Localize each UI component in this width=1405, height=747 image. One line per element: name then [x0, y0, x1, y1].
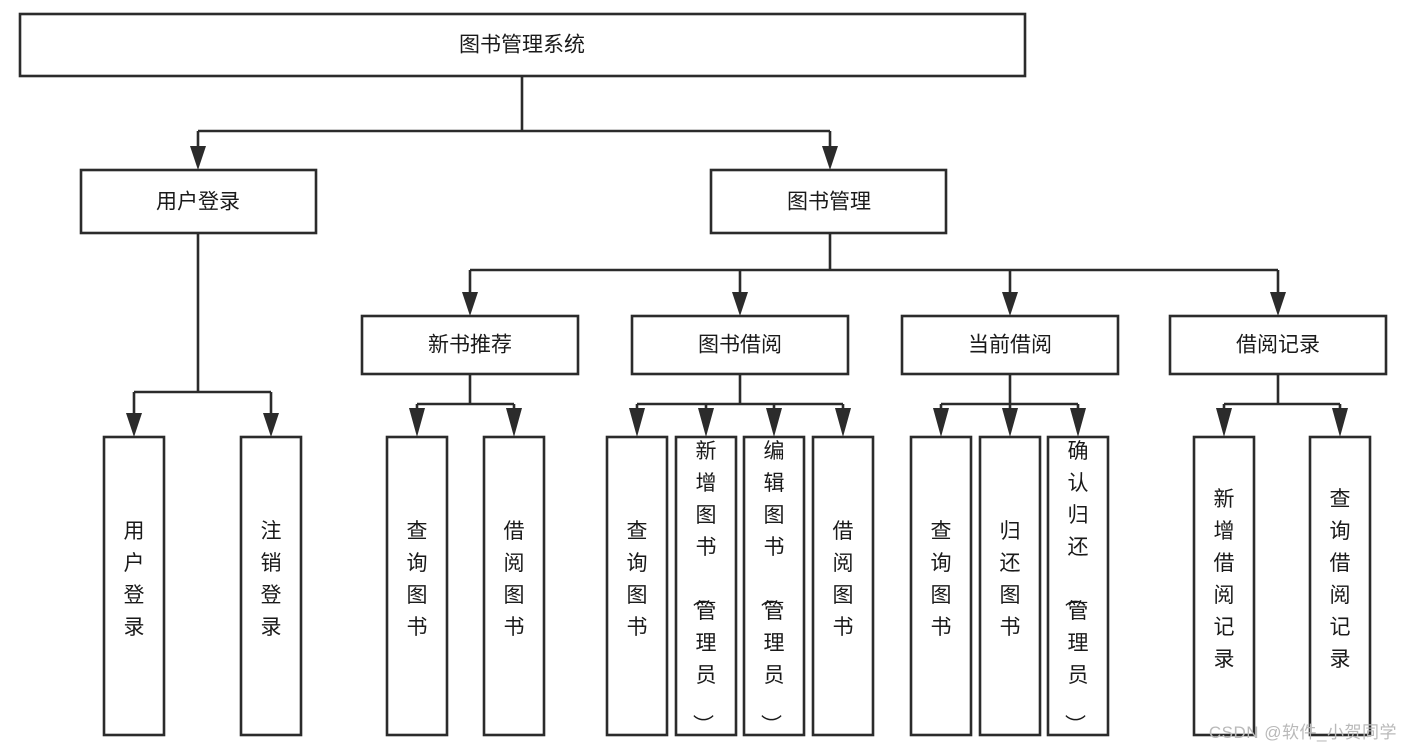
node-current-borrow-label: 当前借阅 — [968, 334, 1052, 357]
arrowhead-leaf-add-record — [1216, 408, 1232, 437]
arrowhead-leaf-borrow-book-2 — [835, 408, 851, 437]
node-root-box[interactable] — [18, 12, 1027, 78]
arrowhead-leaf-query-book-3 — [933, 408, 949, 437]
node-root[interactable]: 图书管理系统 — [18, 12, 1027, 78]
node-user-login-box[interactable] — [79, 168, 318, 235]
node-leaf-query-book-1-label: 查询图书 — [407, 520, 428, 639]
node-leaf-query-book-1-box[interactable] — [385, 435, 449, 737]
node-leaf-user-login[interactable]: 用户登录 — [102, 435, 166, 737]
node-new-book-rec-label: 新书推荐 — [428, 334, 512, 357]
node-leaf-edit-book[interactable]: 编辑图书（管理员） — [742, 435, 806, 737]
connector-layer — [126, 76, 1348, 437]
node-root-label: 图书管理系统 — [459, 34, 585, 57]
arrowhead-book-borrow — [732, 292, 748, 316]
node-leaf-borrow-book-2-label: 借阅图书 — [833, 520, 854, 639]
node-current-borrow-box[interactable] — [900, 314, 1120, 376]
node-leaf-borrow-book-2-box[interactable] — [811, 435, 875, 737]
csdn-watermark: CSDN @软件_小贺同学 — [1208, 723, 1397, 742]
node-leaf-logout-label: 注销登录 — [261, 520, 282, 639]
node-leaf-query-record[interactable]: 查询借阅记录 — [1308, 435, 1372, 737]
node-user-login-label: 用户登录 — [156, 191, 240, 214]
arrowhead-leaf-user-login — [126, 413, 142, 437]
arrowhead-user-login — [190, 146, 206, 170]
node-leaf-add-book-label: 新增图书（管理员） — [691, 440, 717, 735]
node-current-borrow[interactable]: 当前借阅 — [900, 314, 1120, 376]
node-leaf-query-book-2[interactable]: 查询图书 — [605, 435, 669, 737]
node-new-book-rec-box[interactable] — [360, 314, 580, 376]
node-leaf-query-book-3[interactable]: 查询图书 — [909, 435, 973, 737]
arrowhead-leaf-logout — [263, 413, 279, 437]
node-leaf-logout-box[interactable] — [239, 435, 303, 737]
node-book-manage-box[interactable] — [709, 168, 948, 235]
node-new-book-rec[interactable]: 新书推荐 — [360, 314, 580, 376]
node-leaf-return-book-box[interactable] — [978, 435, 1042, 737]
node-leaf-user-login-box[interactable] — [102, 435, 166, 737]
arrowhead-leaf-borrow-book-1 — [506, 408, 522, 437]
node-book-manage-label: 图书管理 — [787, 191, 871, 214]
arrowhead-leaf-query-book-1 — [409, 408, 425, 437]
arrowhead-new-book-rec — [462, 292, 478, 316]
node-book-borrow-label: 图书借阅 — [698, 334, 782, 357]
node-leaf-query-book-2-label: 查询图书 — [627, 520, 648, 639]
node-leaf-confirm-return[interactable]: 确认归还（管理员） — [1046, 435, 1110, 737]
node-leaf-borrow-book-1-label: 借阅图书 — [504, 520, 525, 639]
node-leaf-user-login-label: 用户登录 — [124, 520, 145, 639]
node-leaf-return-book[interactable]: 归还图书 — [978, 435, 1042, 737]
node-leaf-query-book-1[interactable]: 查询图书 — [385, 435, 449, 737]
node-leaf-return-book-label: 归还图书 — [1000, 520, 1021, 639]
arrowhead-book-manage — [822, 146, 838, 170]
node-leaf-query-record-label: 查询借阅记录 — [1330, 488, 1351, 671]
node-leaf-borrow-book-1-box[interactable] — [482, 435, 546, 737]
node-leaf-add-record-box[interactable] — [1192, 435, 1256, 737]
node-leaf-query-book-3-box[interactable] — [909, 435, 973, 737]
node-leaf-add-book-box[interactable] — [674, 435, 738, 737]
node-leaf-logout[interactable]: 注销登录 — [239, 435, 303, 737]
node-leaf-add-record[interactable]: 新增借阅记录 — [1192, 435, 1256, 737]
arrowhead-leaf-query-record — [1332, 408, 1348, 437]
node-borrow-record-box[interactable] — [1168, 314, 1388, 376]
node-leaf-query-book-3-label: 查询图书 — [931, 520, 952, 639]
node-borrow-record[interactable]: 借阅记录 — [1168, 314, 1388, 376]
node-leaf-add-book[interactable]: 新增图书（管理员） — [674, 435, 738, 737]
node-leaf-confirm-return-box[interactable] — [1046, 435, 1110, 737]
arrowhead-leaf-add-book — [698, 408, 714, 437]
arrowhead-leaf-edit-book — [766, 408, 782, 437]
node-user-login[interactable]: 用户登录 — [79, 168, 318, 235]
node-leaf-add-record-label: 新增借阅记录 — [1214, 488, 1235, 671]
node-borrow-record-label: 借阅记录 — [1236, 334, 1320, 357]
node-leaf-edit-book-box[interactable] — [742, 435, 806, 737]
node-book-borrow[interactable]: 图书借阅 — [630, 314, 850, 376]
node-leaf-confirm-return-label: 确认归还（管理员） — [1063, 440, 1089, 735]
node-book-manage[interactable]: 图书管理 — [709, 168, 948, 235]
arrowhead-current-borrow — [1002, 292, 1018, 316]
node-book-borrow-box[interactable] — [630, 314, 850, 376]
node-leaf-query-book-2-box[interactable] — [605, 435, 669, 737]
node-leaf-borrow-book-1[interactable]: 借阅图书 — [482, 435, 546, 737]
arrowhead-leaf-query-book-2 — [629, 408, 645, 437]
arrowhead-borrow-record — [1270, 292, 1286, 316]
node-leaf-edit-book-label: 编辑图书（管理员） — [759, 440, 785, 735]
arrowhead-leaf-confirm-return — [1070, 408, 1086, 437]
node-leaf-query-record-box[interactable] — [1308, 435, 1372, 737]
arrowhead-leaf-return-book — [1002, 408, 1018, 437]
node-leaf-borrow-book-2[interactable]: 借阅图书 — [811, 435, 875, 737]
